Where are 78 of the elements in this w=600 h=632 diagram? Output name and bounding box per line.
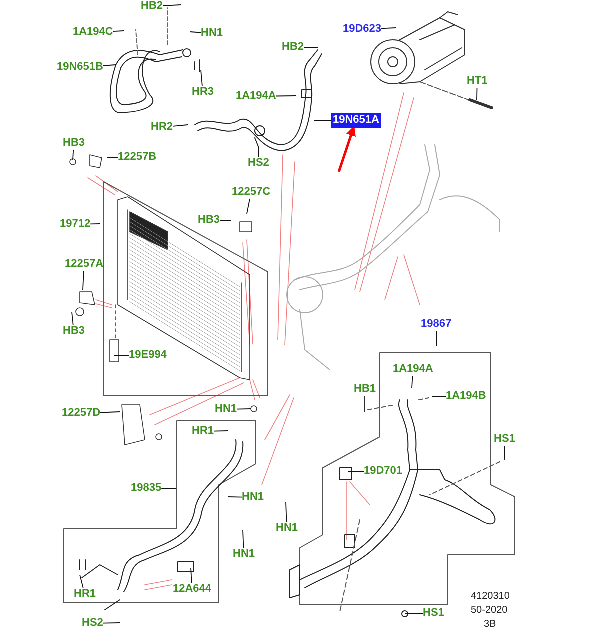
callout-number: 19E994 xyxy=(129,349,167,362)
leader-line xyxy=(200,70,203,86)
leader-line xyxy=(381,28,396,30)
leader-line xyxy=(72,312,74,326)
leader-line xyxy=(228,496,242,498)
callout-number: HN1 xyxy=(233,548,256,561)
leader-line xyxy=(112,30,124,32)
callout-number: HB3 xyxy=(63,137,86,150)
leader-line xyxy=(220,220,232,222)
callout-number: HB1 xyxy=(354,383,376,396)
drawing-number: 50-2020 xyxy=(471,605,508,617)
leader-line xyxy=(190,568,192,584)
leader-line xyxy=(432,396,446,398)
callout-number: HR2 xyxy=(151,121,174,134)
callout-number: HN1 xyxy=(201,27,224,40)
leader-line xyxy=(436,330,438,346)
leader-line xyxy=(258,146,260,158)
leader-line xyxy=(82,270,84,290)
leader-line xyxy=(102,622,120,624)
leader-line xyxy=(412,376,414,388)
callout-number: HB2 xyxy=(141,0,164,13)
callout-number: 19712 xyxy=(60,218,91,231)
callout-number: HS1 xyxy=(423,607,444,620)
leader-line xyxy=(276,96,296,97)
callout-number: 1A194A xyxy=(236,90,276,103)
leader-line xyxy=(214,430,228,432)
leader-line xyxy=(304,47,318,48)
callout-number: HR3 xyxy=(192,86,214,99)
leader-line xyxy=(314,120,332,122)
callout-number: HN1 xyxy=(215,403,238,416)
callout-number: 19835 xyxy=(131,482,162,495)
callout-number: 19D701 xyxy=(364,465,403,478)
leader-line xyxy=(90,224,100,225)
leader-line xyxy=(106,157,118,158)
leader-line xyxy=(476,88,478,100)
callout-number: 12257C xyxy=(232,186,271,199)
callout-number: HB3 xyxy=(63,325,86,338)
callout-number: HR1 xyxy=(192,425,214,438)
callout-number: HN1 xyxy=(242,491,264,504)
arrow xyxy=(338,126,356,172)
leader-line xyxy=(172,124,188,127)
callout-number: 1A194B xyxy=(446,390,486,403)
leader-line xyxy=(114,355,130,356)
callout-number: HB2 xyxy=(282,41,304,54)
callout-number: 12257A xyxy=(65,258,104,271)
leader-line xyxy=(504,446,506,460)
callout-number: 12257B xyxy=(118,151,157,164)
callout-number: 1A194C xyxy=(73,26,114,39)
callout-number: 19N651B xyxy=(57,61,104,74)
callout-number: HR1 xyxy=(74,588,96,601)
leader-line xyxy=(246,198,250,214)
leader-line xyxy=(286,502,288,522)
callout-number: 12257D xyxy=(62,407,101,420)
leader-line xyxy=(404,613,424,614)
leader-line xyxy=(72,150,74,160)
leader-line xyxy=(364,396,366,412)
leader-line xyxy=(80,574,84,588)
leader-line xyxy=(161,488,176,490)
callout-number: 19867 xyxy=(421,318,452,331)
callout-number: 19N651A xyxy=(332,114,380,127)
callout-number: 12A644 xyxy=(173,583,212,596)
callout-number: HS2 xyxy=(82,617,104,630)
leader-line xyxy=(242,530,244,548)
callout-number: 19D623 xyxy=(343,23,382,36)
leader-line xyxy=(236,408,252,410)
drawing-number: 4120310 xyxy=(471,591,510,603)
callout-number: 1A194A xyxy=(393,363,434,376)
leader-line xyxy=(190,32,202,34)
callout-number: HS1 xyxy=(494,433,516,446)
callout-number: HN1 xyxy=(276,522,298,535)
callout-number: HB3 xyxy=(198,214,220,227)
leader-line xyxy=(100,412,120,414)
leader-line xyxy=(348,471,364,472)
drawing-number: 3B xyxy=(484,619,496,631)
callout-number: HS2 xyxy=(248,157,270,170)
callout-number: HT1 xyxy=(467,75,488,88)
leader-line xyxy=(162,4,182,6)
leader-line xyxy=(103,64,116,66)
